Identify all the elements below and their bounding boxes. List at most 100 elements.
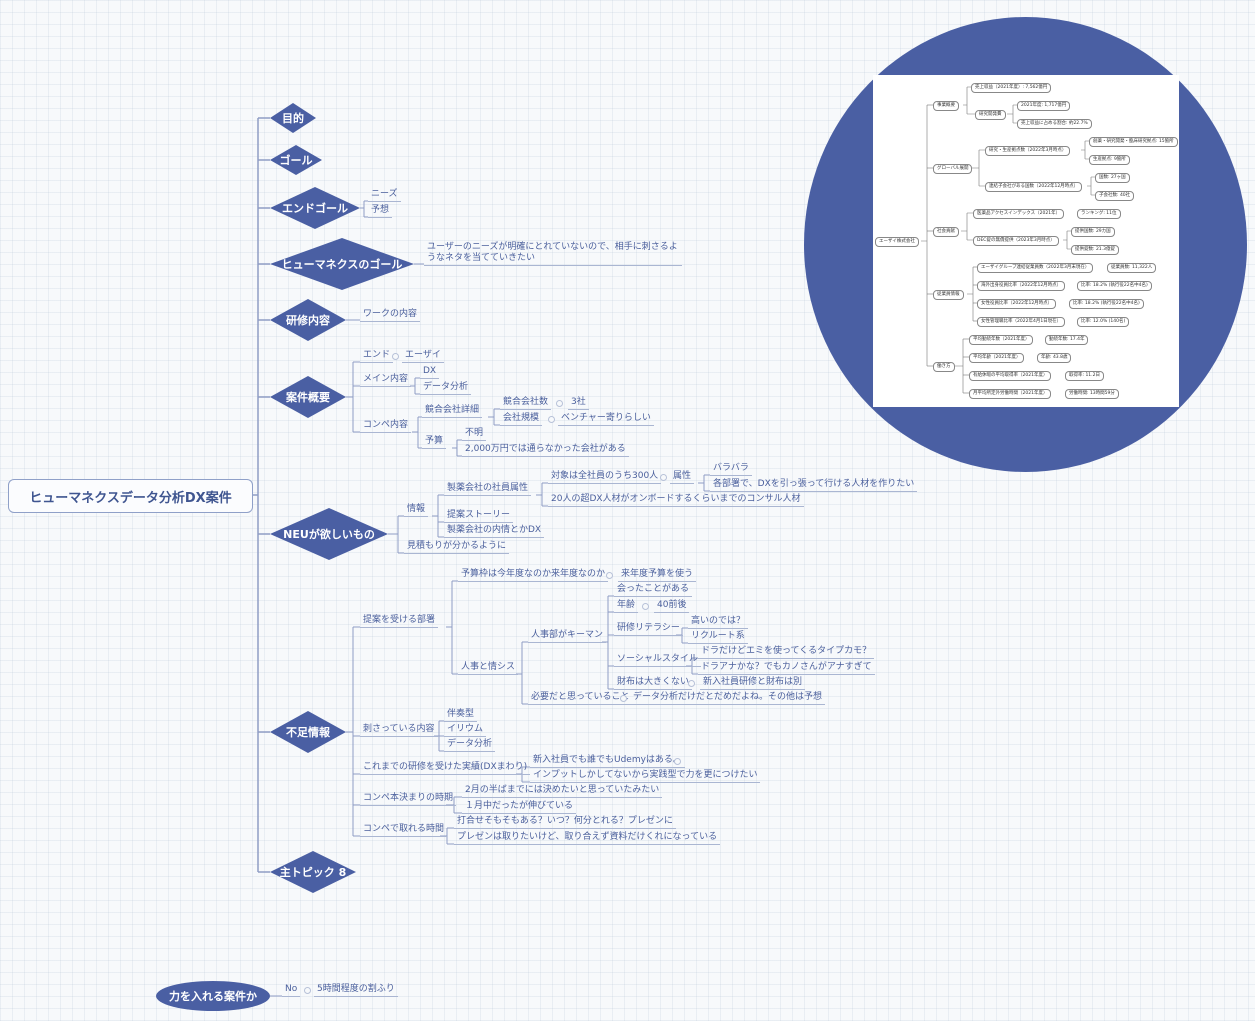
node-wallet-note[interactable]: 新入社員研修と財布は別 (700, 676, 806, 690)
node-past[interactable]: これまでの研修を受けた実績(DXまわり) (360, 761, 531, 775)
node-data[interactable]: データ分析 (444, 738, 496, 752)
connector-dot (660, 474, 667, 481)
node-literacy[interactable]: 研修リテラシー (614, 622, 683, 636)
node-dx[interactable]: DX (420, 365, 440, 379)
topic-goal[interactable]: ゴール (270, 145, 322, 175)
connector-dot (688, 680, 695, 687)
node-appeal[interactable]: 刺さっている内容 (360, 723, 438, 737)
node-attribute[interactable]: 属性 (670, 470, 695, 484)
node-recruit[interactable]: リクルート系 (688, 630, 748, 644)
node-varied[interactable]: バラバラ (710, 462, 752, 476)
node-meeting[interactable]: 打合せそもそもある？いつ？何分とれる？プレゼンに (454, 815, 676, 829)
node-present[interactable]: プレゼンは取りたいけど、取り合えず資料だけくれになっている (454, 831, 721, 845)
node-employee-attr[interactable]: 製薬会社の社員属性 (444, 482, 532, 496)
topic-purpose[interactable]: 目的 (270, 103, 316, 133)
topic-humanex-goal[interactable]: ヒューマネクスのゴール (270, 238, 414, 290)
node-budget-question[interactable]: 予算枠は今年度なのか来年度なのか (458, 568, 609, 582)
inset-rd-val: 2021年度: 1,717億円 (1017, 101, 1071, 111)
node-no[interactable]: No (282, 983, 301, 997)
node-decide[interactable]: コンペ本決まりの時期 (360, 792, 457, 806)
inset-w2-val: 年齢: 43.8歳 (1037, 353, 1072, 363)
topic-overview[interactable]: 案件概要 (270, 376, 346, 418)
node-estimate[interactable]: 見積もりが分かるように (404, 540, 510, 554)
node-info[interactable]: 情報 (404, 503, 429, 517)
inset-emp4-val: 比率: 12.0% (140名) (1077, 317, 1130, 327)
node-compe[interactable]: コンペ内容 (360, 419, 412, 433)
node-jan[interactable]: １月中だったが伸びている (462, 800, 577, 814)
inset-social: 社会貢献 (933, 227, 959, 237)
node-eisai[interactable]: エーザイ (402, 349, 444, 363)
connector-dot (548, 416, 555, 423)
node-story[interactable]: 提案ストーリー (444, 509, 514, 523)
node-udemy[interactable]: 新入社員でも誰でもUdemyはある。 (530, 754, 685, 768)
inset-connector-lines (921, 86, 1095, 394)
node-humanex-note[interactable]: ユーザーのニーズが明確にとれていないので、相手に刺さるようなネタを当てていきたい (424, 242, 682, 266)
topic-neu-wants[interactable]: NEUが欲しいもの (270, 508, 388, 560)
node-met[interactable]: 会ったことがある (614, 583, 693, 597)
node-age-val[interactable]: 40前後 (654, 599, 690, 613)
node-pharma-info[interactable]: 製薬会社の内情とかDX (444, 524, 545, 538)
node-dept-dx[interactable]: 各部署で、DXを引っ張って行ける人材を作りたい (710, 478, 918, 492)
node-budget-note[interactable]: 2,000万円では通らなかった会社がある (462, 443, 629, 457)
node-driver[interactable]: ドラだけどエミを使ってくるタイプカモ？ (698, 645, 875, 659)
inset-subs: 連結子会社がある国数（2022年12月時点） (985, 182, 1083, 192)
node-main[interactable]: メイン内容 (360, 373, 412, 387)
inset-w1: 平均勤続年数（2021年度） (969, 335, 1034, 345)
inset-w1-val: 勤続年数: 17.4年 (1045, 335, 1089, 345)
node-venture[interactable]: ベンチャー寄りらしい (558, 412, 654, 426)
node-unknown[interactable]: 不明 (462, 427, 487, 441)
node-needs-note[interactable]: データ分析だけだとだめだよね。その他は予想 (630, 691, 826, 705)
node-input[interactable]: インプットしかしてないから実践型で力を更につけたい (530, 769, 761, 783)
inset-dec-val1: 提供国数: 29カ国 (1071, 227, 1115, 237)
node-forecast[interactable]: 予想 (368, 204, 393, 218)
embedded-mindmap-image: エーザイ株式会社 事業概要 売上収益（2021年度）: 7,562億円 研究開発… (873, 75, 1179, 407)
inset-w3-val: 取得率: 11.2日 (1065, 371, 1104, 381)
topic-missing-info[interactable]: 不足情報 (270, 711, 346, 753)
node-target[interactable]: 対象は全社員のうち300人 (548, 470, 662, 484)
node-person[interactable]: 人事と情シス (458, 661, 519, 675)
inset-rd: 研究開発費 (975, 110, 1006, 120)
connector-dot (556, 400, 563, 407)
node-high[interactable]: 高いのでは？ (688, 615, 749, 629)
node-budget[interactable]: 予算 (422, 435, 447, 449)
node-work[interactable]: ワークの内容 (360, 308, 421, 322)
node-next-budget[interactable]: 来年度予算を使う (618, 568, 697, 582)
node-data-analysis[interactable]: データ分析 (420, 381, 472, 395)
node-age[interactable]: 年齢 (614, 599, 639, 613)
node-company-size[interactable]: 会社規模 (500, 412, 543, 426)
topic-strength[interactable]: 力を入れる案件か (156, 981, 270, 1011)
node-accompany[interactable]: 伴奏型 (444, 708, 478, 722)
inset-subs-val1: 国数: 27ヶ国 (1095, 173, 1130, 183)
node-dept[interactable]: 提案を受ける部署 (360, 614, 439, 628)
node-hr-key[interactable]: 人事部がキーマン (528, 629, 607, 643)
node-competitor-detail[interactable]: 競合会社詳細 (422, 404, 483, 418)
topic-end-goal[interactable]: エンドゴール (270, 187, 360, 229)
node-consult[interactable]: 20人の超DX人材がオンボードするくらいまでのコンサル人材 (548, 493, 804, 507)
node-three[interactable]: 3社 (568, 396, 589, 410)
inset-emp1: エーザイグループ連結従業員数（2022年3月末現在） (977, 263, 1094, 273)
node-feb[interactable]: 2月の半ばまでには決めたいと思っていたみたい (462, 784, 663, 798)
node-end[interactable]: エンド (360, 349, 394, 363)
inset-atm-val: ランキング: 11位 (1077, 209, 1121, 219)
inset-bases-val2: 生産拠点: 9箇所 (1089, 155, 1130, 165)
inset-w2: 平均年齢（2021年度） (969, 353, 1025, 363)
inset-atm: 医薬品アクセスインデックス（2021年） (973, 209, 1065, 219)
inset-emp3-val: 比率: 18.2% (執行役22名中4名) (1069, 299, 1144, 309)
node-social[interactable]: ソーシャルスタイル (614, 653, 701, 667)
node-iryum[interactable]: イリウム (444, 723, 487, 737)
topic-8[interactable]: 主トピック 8 (270, 851, 356, 893)
inset-w3: 有給休暇の平均取得率（2021年度） (969, 371, 1052, 381)
node-wallet[interactable]: 財布は大きくない (614, 676, 693, 690)
node-competitor-count[interactable]: 競合会社数 (500, 396, 552, 410)
inset-business: 事業概要 (933, 101, 959, 111)
inset-emp1-val: 従業員数: 11,322人 (1107, 263, 1157, 273)
node-needs-thought[interactable]: 必要だと思っていること (528, 691, 633, 705)
topic-training[interactable]: 研修内容 (270, 299, 346, 341)
root-topic[interactable]: ヒューマネクスデータ分析DX案件 (8, 479, 253, 513)
connector-dot (304, 987, 311, 994)
node-needs[interactable]: ニーズ (368, 188, 401, 202)
node-hours[interactable]: 5時間程度の割ふり (314, 983, 398, 997)
node-dora-ana[interactable]: ドラアナかな？でもカノさんがアナすぎて (698, 661, 875, 675)
node-time[interactable]: コンペで取れる時間 (360, 823, 448, 837)
